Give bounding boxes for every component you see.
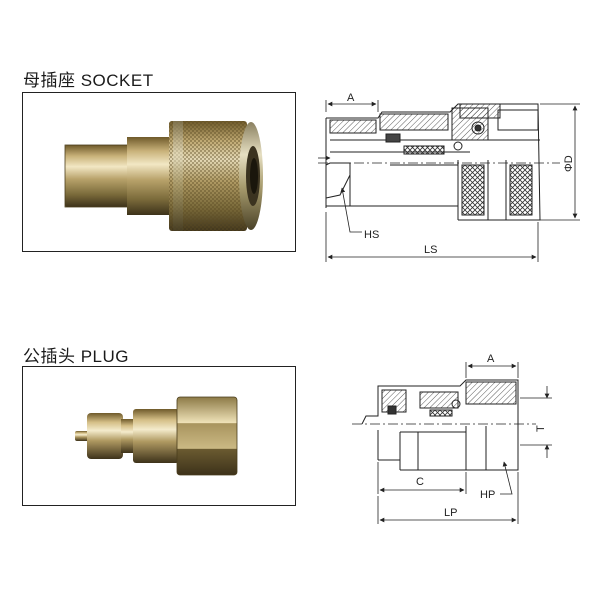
plug-drawing	[352, 379, 536, 471]
plug-title: 公插头 PLUG	[23, 347, 130, 366]
socket-dim-d: ΦD	[563, 155, 575, 172]
socket-drawing	[318, 103, 560, 221]
socket-dim-ls: LS	[424, 244, 437, 256]
socket-photo	[22, 92, 296, 252]
socket-title: 母插座 SOCKET	[23, 71, 154, 90]
plug-dim-a: A	[487, 353, 495, 365]
plug-dim-hp: HP	[480, 489, 495, 501]
plug-photo	[22, 366, 296, 506]
socket-dim-a: A	[347, 92, 355, 104]
plug-dim-t: T	[535, 425, 547, 432]
socket-dim-hs: HS	[364, 229, 379, 241]
plug-dim-c: C	[416, 476, 424, 488]
plug-dim-lp: LP	[444, 507, 457, 519]
